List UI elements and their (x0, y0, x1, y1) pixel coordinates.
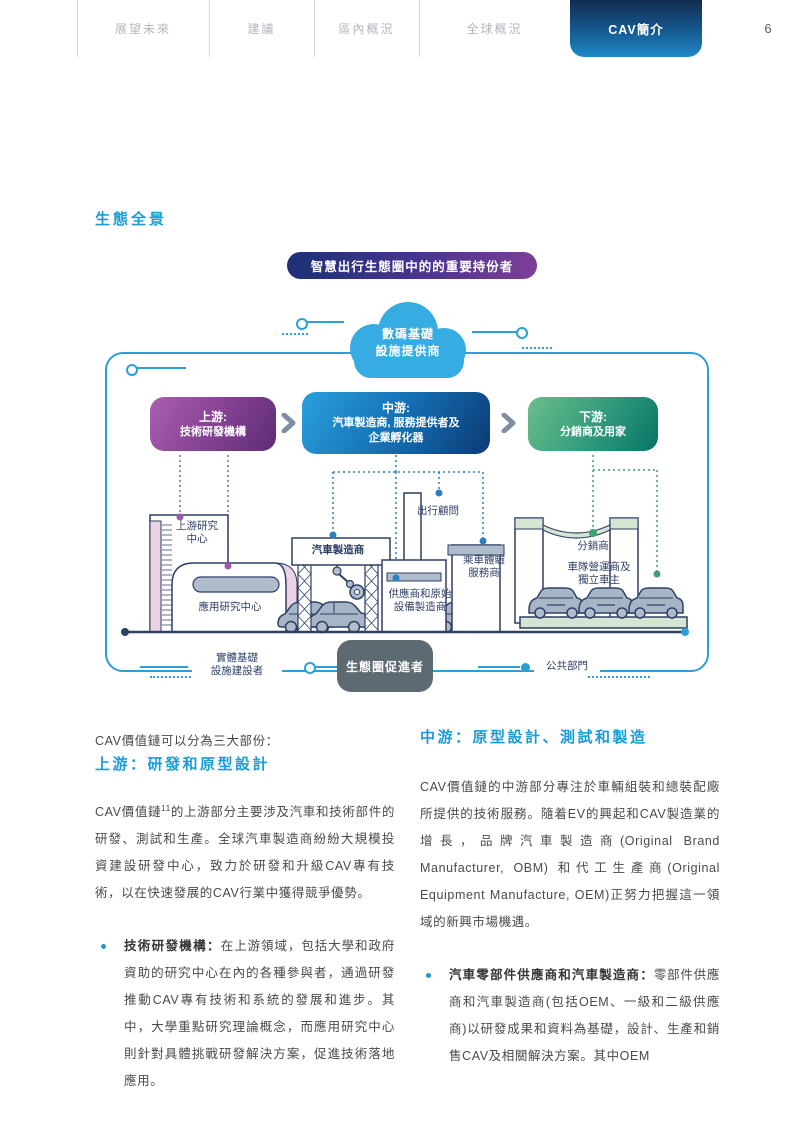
chevron-right-icon (281, 412, 297, 434)
circuit-line (136, 367, 186, 369)
nav-divider (209, 0, 210, 57)
stage-desc: 技術研發機構 (180, 425, 246, 438)
stage-downstream: 下游: 分銷商及用家 (528, 397, 658, 451)
chevron-right-icon (501, 412, 517, 434)
right-column: 中游：原型設計、測試和製造 CAV價值鏈的中游部分專注於車輛組裝和總裝配廠所提供… (420, 728, 720, 1070)
circuit-node-icon (516, 327, 528, 339)
label-upstream-research: 上游研究 中心 (176, 520, 218, 545)
circuit-line (140, 666, 188, 668)
bullet-dot-icon (101, 944, 106, 949)
nav-divider (77, 0, 78, 57)
stage-title: 下游: (579, 409, 607, 424)
circuit-dots (588, 676, 650, 678)
midstream-paragraph: CAV價值鏈的中游部分專注於車輛組裝和總裝配廠所提供的技術服務。隨着EV的興起和… (420, 780, 720, 929)
circuit-dots (522, 347, 552, 349)
tab-recommendations[interactable]: 建議 (247, 22, 276, 36)
nav-divider (419, 0, 420, 57)
digital-infrastructure-cloud: 數碼基礎 設施提供商 (338, 300, 478, 388)
stage-upstream: 上游: 技術研發機構 (150, 397, 276, 451)
bullet-tech-rd: 技術研發機構：在上游領域，包括大學和政府資助的研究中心在內的各種參與者，通過研發… (95, 933, 395, 1095)
label-ecosystem-facilitator: 生態圈促進者 (337, 640, 433, 692)
stage-desc: 企業孵化器 (368, 432, 424, 444)
cloud-icon (350, 302, 466, 378)
stage-title: 上游: (199, 409, 227, 424)
circuit-node-icon (521, 663, 530, 672)
upstream-paragraph: CAV價值鏈11的上游部分主要涉及汽車和技術部件的研發、測試和生產。全球汽車製造… (95, 803, 396, 900)
city-illustration (121, 455, 689, 636)
top-nav: 展望未來 建議 區內概況 全球概況 CAV簡介 6 (0, 0, 794, 57)
upstream-heading: 上游：研發和原型設計 (95, 756, 271, 773)
left-column: CAV價值鏈可以分為三大部份： 上游：研發和原型設計 CAV價值鏈11的上游部分… (95, 728, 395, 1095)
label-mobility-consultant: 出行顧問 (417, 505, 459, 517)
section-title: 生態全景 (95, 211, 168, 228)
page-number: 6 (764, 21, 772, 36)
circuit-line (472, 331, 518, 333)
label-public-sector: 公共部門 (534, 660, 600, 673)
label-applied-research: 應用研究中心 (198, 601, 262, 613)
circuit-node-icon (296, 318, 308, 330)
bullet-parts-supplier: 汽車零部件供應商和汽車製造商：零部件供應商和汽車製造商(包括OEM、一級和二級供… (420, 962, 720, 1070)
circuit-line (478, 666, 520, 668)
label-fleet-operator: 車隊營運商及 獨立車主 (567, 561, 631, 586)
label-physical-infrastructure: 實體基礎 設施建設者 (192, 652, 282, 678)
circuit-dots (150, 676, 210, 678)
stage-desc: 汽車製造商, 服務提供者及 (332, 417, 460, 429)
tab-regional-overview[interactable]: 區內概況 (338, 22, 395, 36)
stage-desc: 分銷商及用家 (560, 425, 626, 438)
bullet-text: 技術研發機構：在上游領域，包括大學和政府資助的研究中心在內的各種參與者，通過研發… (124, 939, 395, 1088)
bullet-text: 汽車零部件供應商和汽車製造商：零部件供應商和汽車製造商(包括OEM、一級和二級供… (449, 968, 720, 1063)
circuit-line (316, 666, 338, 668)
label-supplier-oem: 供應商和原始 設備製造商 (388, 588, 452, 613)
circuit-dots (282, 333, 308, 335)
circuit-node-icon (126, 364, 138, 376)
bullet-dot-icon (426, 973, 431, 978)
diagram-banner: 智慧出行生態圈中的的重要持份者 (287, 252, 537, 279)
tab-cav-intro-active[interactable]: CAV簡介 (570, 0, 702, 57)
stage-midstream: 中游: 汽車製造商, 服務提供者及 企業孵化器 (302, 392, 490, 454)
nav-divider (314, 0, 315, 57)
cloud-label: 數碼基礎 設施提供商 (375, 327, 441, 358)
label-car-manufacturer: 汽車製造商 (311, 544, 365, 556)
circuit-node-icon (304, 662, 316, 674)
footnote-ref: 11 (161, 803, 171, 813)
tab-global-overview[interactable]: 全球概況 (466, 22, 523, 36)
label-distributor: 分銷商 (577, 540, 609, 552)
stage-title: 中游: (382, 401, 410, 415)
circuit-line (306, 321, 344, 323)
label-ride-experience: 乘車體驗 服務商 (463, 554, 505, 579)
midstream-heading: 中游：原型設計、測試和製造 (420, 729, 648, 746)
tab-outlook[interactable]: 展望未來 (114, 22, 171, 36)
intro-text: CAV價值鏈可以分為三大部份： (95, 734, 279, 748)
